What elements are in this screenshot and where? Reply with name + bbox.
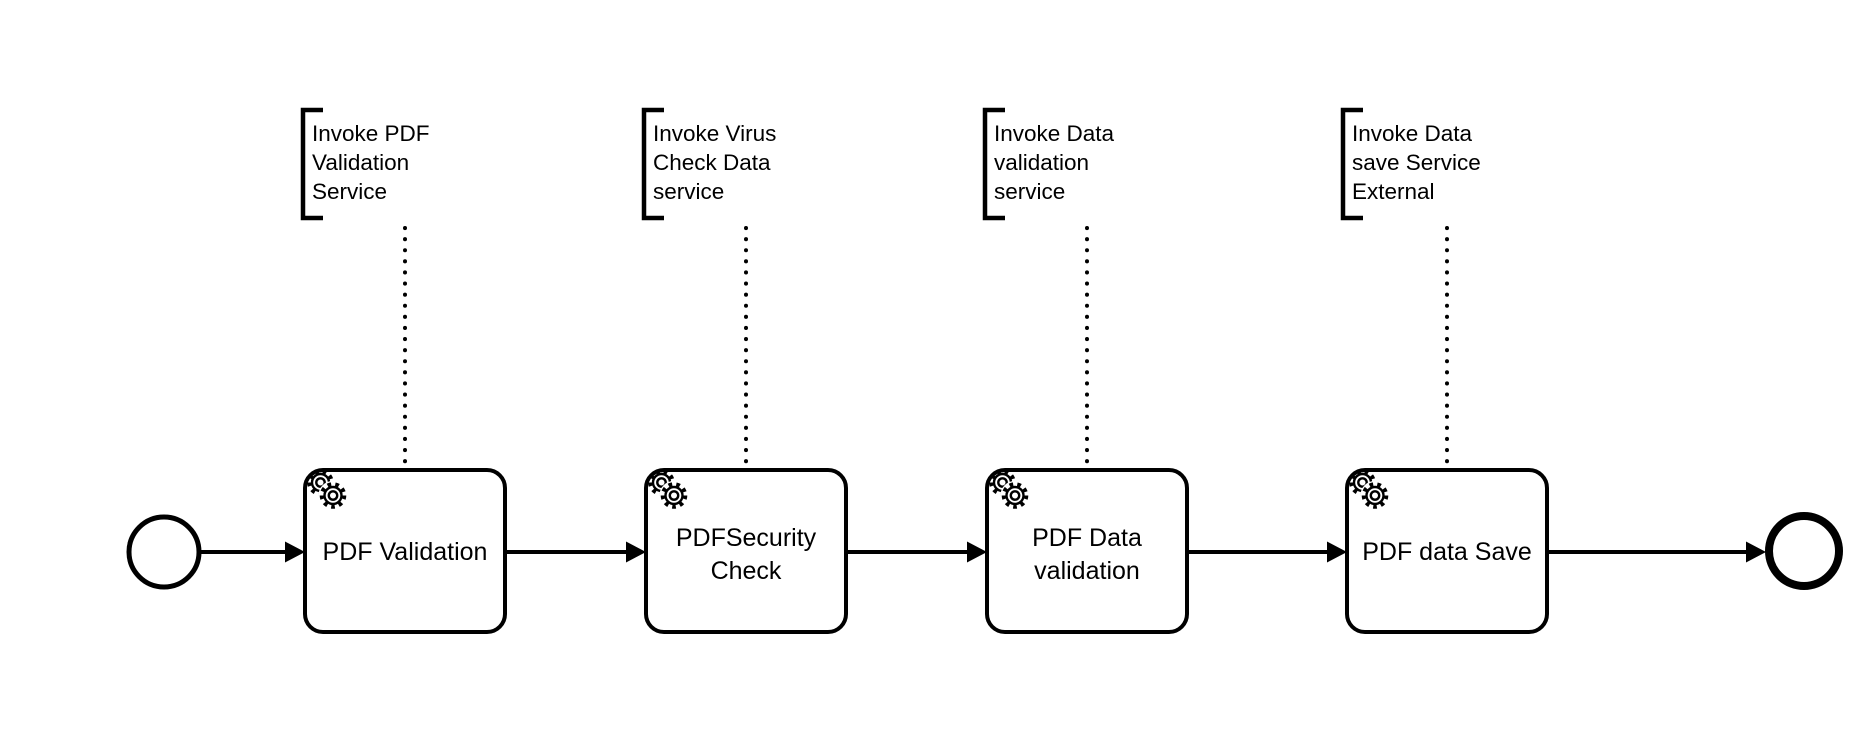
task-label-line1: PDFSecurity: [676, 524, 817, 552]
annotation-bracket: [641, 107, 664, 221]
task-shape: [985, 468, 1189, 634]
sequence-flow-start-to-task1: [201, 541, 305, 563]
sequence-flow-task2-to-task3: [846, 541, 987, 563]
annotation-bracket: [300, 107, 323, 221]
annotation-line3: External: [1352, 179, 1435, 204]
arrowhead-icon: [626, 541, 646, 563]
arrowhead-icon: [967, 541, 987, 563]
task-label: PDF data Save: [1362, 538, 1532, 566]
sequence-flow-task1-to-task2: [505, 541, 646, 563]
task-label-line2: validation: [1034, 557, 1140, 585]
annotation-line2: Check Data: [653, 150, 771, 175]
arrowhead-icon: [1327, 541, 1347, 563]
sequence-flow-task4-to-end: [1547, 541, 1766, 563]
service-task-pdf-validation: PDF Validation: [303, 468, 507, 634]
service-task-pdf-data-save: PDF data Save: [1345, 468, 1549, 634]
annotation-line2: save Service: [1352, 150, 1481, 175]
annotation-line3: service: [653, 179, 724, 204]
arrowhead-icon: [1746, 541, 1766, 563]
task-shape: [303, 468, 507, 634]
task-shape: [644, 468, 848, 634]
annotation-bracket: [1340, 107, 1363, 221]
annotation-line1: Invoke Virus: [653, 121, 776, 146]
sequence-flow-task3-to-task4: [1187, 541, 1347, 563]
text-annotation-invoke-virus-check-data-service: Invoke Virus Check Data service: [641, 107, 776, 221]
arrowhead-icon: [285, 541, 305, 563]
task-label-line2: Check: [711, 557, 782, 585]
task-shape: [1345, 468, 1549, 634]
annotation-line1: Invoke Data: [1352, 121, 1473, 146]
start-event: [126, 514, 202, 590]
end-event: [1765, 512, 1843, 590]
text-annotation-invoke-data-validation-service: Invoke Data validation service: [982, 107, 1115, 221]
annotation-line1: Invoke PDF: [312, 121, 430, 146]
text-annotation-invoke-data-save-service-external: Invoke Data save Service External: [1340, 107, 1481, 221]
annotation-line2: validation: [994, 150, 1089, 175]
annotation-line3: service: [994, 179, 1065, 204]
annotation-line3: Service: [312, 179, 387, 204]
service-task-pdf-data-validation: PDF Data validation: [985, 468, 1189, 634]
annotation-line1: Invoke Data: [994, 121, 1115, 146]
text-annotation-invoke-pdf-validation-service: Invoke PDF Validation Service: [300, 107, 430, 221]
task-label: PDF Validation: [323, 538, 488, 566]
annotation-bracket: [982, 107, 1005, 221]
service-task-pdfsecurity-check: PDFSecurity Check: [644, 468, 848, 634]
annotation-line2: Validation: [312, 150, 409, 175]
task-label-line1: PDF Data: [1032, 524, 1142, 552]
